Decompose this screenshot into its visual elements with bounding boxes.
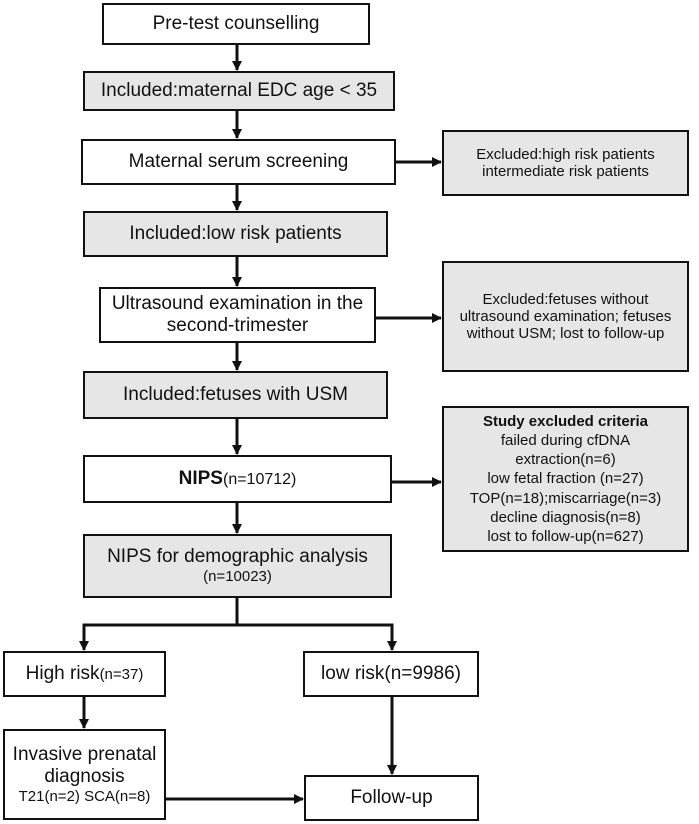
- low-risk-label: low risk: [321, 663, 385, 685]
- nips-demographic-box: NIPS for demographic analysis (n=10023): [83, 534, 392, 598]
- ultrasound-line1: Ultrasound examination in the: [111, 293, 364, 315]
- study-excluded-line6: lost to follow-up(n=627): [487, 527, 644, 545]
- nips-label: NIPS: [178, 468, 223, 490]
- included-usm-label: Included:fetuses with USM: [123, 384, 348, 406]
- excluded-serum-line2: intermediate risk patients: [482, 163, 649, 180]
- high-risk-label: High risk: [25, 663, 100, 685]
- nips-demographic-count: (n=10023): [203, 568, 272, 586]
- split-connector-right: [237, 623, 394, 650]
- invasive-line3: T21(n=2) SCA(n=8): [18, 787, 151, 805]
- included-low-risk-label: Included:low risk patients: [129, 223, 342, 245]
- ultrasound-box: Ultrasound examination in the second-tri…: [99, 287, 376, 343]
- excluded-serum-line1: Excluded:high risk patients: [476, 145, 655, 163]
- included-usm-box: Included:fetuses with USM: [83, 371, 388, 419]
- low-risk-text: low risk(n=9986): [321, 663, 461, 685]
- invasive-line1: Invasive prenatal: [12, 744, 157, 766]
- study-excluded-line1: failed during cfDNA: [500, 432, 631, 450]
- study-excluded-line2: extraction(n=6): [515, 451, 616, 469]
- nips-text: NIPS(n=10712): [179, 468, 297, 490]
- invasive-box: Invasive prenatal diagnosis T21(n=2) SCA…: [3, 729, 166, 820]
- followup-box: Follow-up: [304, 775, 479, 821]
- serum-screening-box: Maternal serum screening: [81, 139, 396, 185]
- low-risk-count: (n=9986): [384, 663, 461, 685]
- included-age-box: Included:maternal EDC age < 35: [83, 71, 395, 111]
- excluded-ultrasound-line2: ultrasound examination; fetuses: [459, 307, 672, 325]
- split-connector: [79, 597, 239, 651]
- excluded-ultrasound-box: Excluded:fetuses without ultrasound exam…: [442, 261, 689, 372]
- study-excluded-line4: TOP(n=18);miscarriage(n=3): [469, 489, 662, 507]
- nips-count: (n=10712): [222, 471, 297, 489]
- study-excluded-line5: decline diagnosis(n=8): [490, 508, 641, 526]
- ultrasound-line2: second-trimester: [166, 315, 309, 336]
- nips-box: NIPS(n=10712): [83, 455, 392, 503]
- high-risk-text: High risk(n=37): [26, 663, 144, 685]
- study-excluded-box: Study excluded criteria failed during cf…: [442, 406, 689, 552]
- pretest-label: Pre-test counselling: [152, 13, 320, 35]
- study-excluded-title: Study excluded criteria: [482, 412, 649, 430]
- excluded-ultrasound-line1: Excluded:fetuses without: [482, 290, 649, 308]
- invasive-line2: diagnosis: [44, 765, 125, 787]
- included-low-risk-box: Included:low risk patients: [83, 211, 388, 257]
- excluded-ultrasound-line3: without USM; lost to follow-up: [466, 325, 665, 343]
- included-age-label: Included:maternal EDC age < 35: [100, 80, 378, 102]
- excluded-serum-box: Excluded:high risk patients intermediate…: [442, 130, 689, 196]
- low-risk-box: low risk(n=9986): [303, 651, 479, 697]
- high-risk-box: High risk(n=37): [3, 651, 166, 697]
- pretest-box: Pre-test counselling: [102, 3, 370, 45]
- study-excluded-line3: low fetal fraction (n=27): [487, 470, 644, 488]
- nips-demographic-label: NIPS for demographic analysis: [107, 546, 368, 568]
- high-risk-count: (n=37): [99, 666, 144, 684]
- serum-screening-label: Maternal serum screening: [128, 151, 349, 173]
- followup-label: Follow-up: [350, 787, 433, 809]
